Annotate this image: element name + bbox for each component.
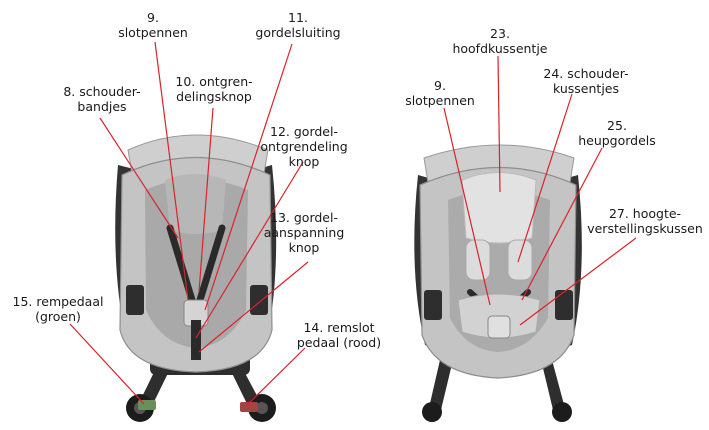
right-car-seat [414,145,582,422]
label-8-schouderbandjes: 8. schouder- bandjes [52,84,152,114]
label-14-remslot-pedaal-rood: 14. remslot pedaal (rood) [288,320,390,350]
label-11-gordelsluiting: 11. gordelsluiting [248,10,348,40]
label-24-schouderkussentjes: 24. schouder- kussentjes [530,66,642,96]
label-12-gordelontgrendeling-knop: 12. gordel- ontgrendeling knop [252,124,356,169]
label-9-slotpennen-left: 9. slotpennen [116,10,190,40]
label-25-heupgordels: 25. heupgordels [566,118,668,148]
label-10-ontgrendelingsknop: 10. ontgren- delingsknop [166,74,262,104]
label-9-slotpennen-right: 9. slotpennen [400,78,480,108]
label-15-rempedaal-groen: 15. rempedaal (groen) [6,294,110,324]
label-13-gordelaanspanning-knop: 13. gordel- aanspanning knop [256,210,352,255]
label-27-hoogteverstellingskussen: 27. hoogte- verstellingskussen [584,206,706,236]
label-23-hoofdkussentje: 23. hoofdkussentje [442,26,558,56]
